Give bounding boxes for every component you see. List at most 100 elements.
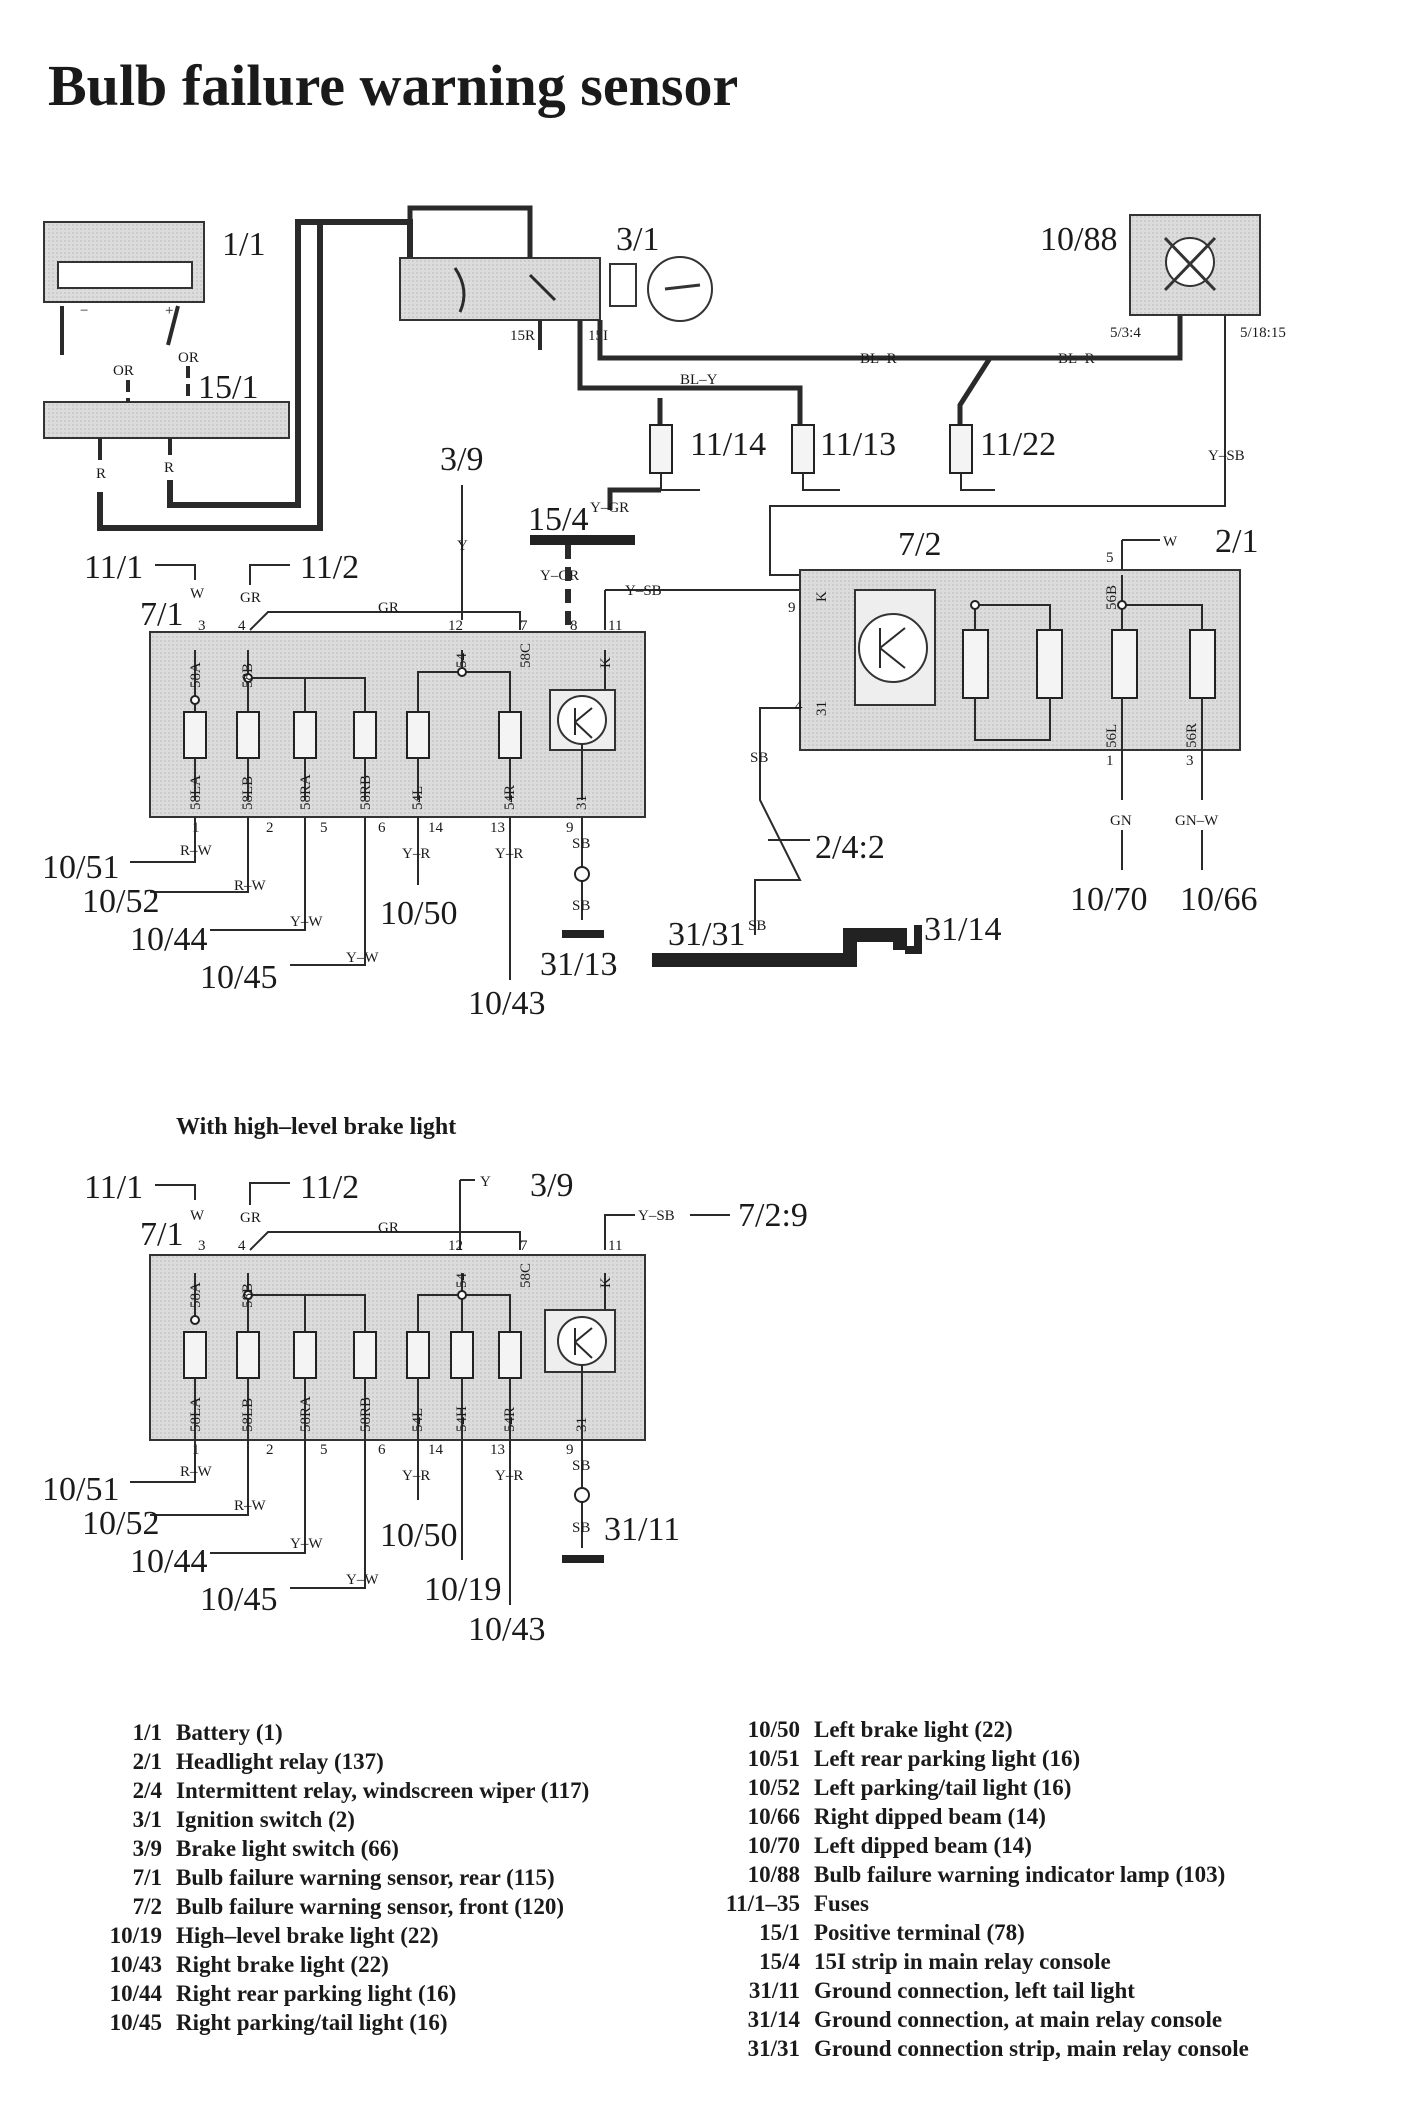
- wire-r-w-top-1: R–W: [180, 843, 213, 859]
- label-3-9-bottom: 3/9: [530, 1167, 573, 1204]
- wire-or-left: OR: [113, 363, 134, 379]
- svg-text:56B: 56B: [1104, 585, 1120, 610]
- svg-text:10/51: 10/51: [42, 849, 119, 886]
- svg-text:54L: 54L: [410, 1408, 426, 1432]
- svg-text:58RA: 58RA: [298, 1396, 314, 1432]
- svg-text:4: 4: [795, 698, 803, 714]
- wire-gn: GN: [1110, 813, 1132, 829]
- label-10-88: 10/88: [1040, 221, 1117, 258]
- label-2-4-2: 2/4:2: [815, 829, 885, 866]
- label-31-31: 31/31: [668, 916, 745, 953]
- wire-y-gr-b: Y–GR: [540, 568, 579, 584]
- svg-text:K: K: [814, 591, 830, 602]
- svg-text:58LA: 58LA: [188, 1397, 204, 1432]
- legend-code: 31/31: [747, 2036, 800, 2061]
- pin-5-3-4: 5/3:4: [1110, 325, 1141, 341]
- svg-text:10/52: 10/52: [82, 883, 159, 920]
- legend-code: 1/1: [132, 1720, 162, 1745]
- fuse-11-14: [649, 424, 673, 474]
- wire-y-sb-bottom: Y–SB: [638, 1208, 675, 1224]
- legend-desc: Right dipped beam (14): [814, 1804, 1046, 1829]
- svg-text:10/45: 10/45: [200, 959, 277, 996]
- label-11-2-top: 11/2: [300, 549, 359, 586]
- pin-5-18-15: 5/18:15: [1240, 325, 1286, 341]
- svg-text:10/51: 10/51: [42, 1471, 119, 1508]
- svg-text:11: 11: [608, 618, 622, 634]
- label-11-13: 11/13: [820, 426, 896, 463]
- svg-text:13: 13: [490, 1442, 505, 1458]
- wire-w-right: W: [1163, 534, 1178, 550]
- fuse-11-13: [791, 424, 815, 474]
- wire-y-r-top-2: Y–R: [495, 846, 523, 862]
- label-2-1: 2/1: [1215, 523, 1258, 560]
- legend-desc: Ground connection strip, main relay cons…: [814, 2036, 1249, 2061]
- svg-text:58A: 58A: [188, 662, 204, 688]
- legend-code: 3/9: [132, 1836, 162, 1861]
- positive-terminal: [43, 401, 290, 439]
- legend-code: 10/52: [747, 1775, 800, 1800]
- wire-y-w-top-1: Y–W: [290, 914, 323, 930]
- svg-text:54R: 54R: [502, 1407, 518, 1432]
- svg-text:10/43: 10/43: [468, 985, 545, 1022]
- rear-top-pin-numbers: 3 4 12 7 8 11 1 2 5 6 14 13 9: [192, 618, 622, 836]
- legend-desc: Brake light switch (66): [176, 1836, 399, 1861]
- svg-text:2: 2: [266, 1442, 274, 1458]
- legend-desc: Right brake light (22): [176, 1952, 389, 1977]
- legend-code: 11/1–35: [725, 1891, 800, 1916]
- wire-y-w-bottom-2: Y–W: [346, 1572, 379, 1588]
- svg-text:31: 31: [574, 1417, 590, 1432]
- legend-item: 3/9 Brake light switch (66): [70, 1834, 589, 1863]
- label-11-2-bottom: 11/2: [300, 1169, 359, 1206]
- legend-code: 3/1: [132, 1807, 162, 1832]
- svg-text:3: 3: [198, 1238, 206, 1254]
- label-7-1-top: 7/1: [140, 596, 183, 633]
- svg-text:58B: 58B: [240, 1283, 256, 1308]
- legend-desc: Right parking/tail light (16): [176, 2010, 448, 2035]
- wire-or-right: OR: [178, 350, 199, 366]
- svg-text:58B: 58B: [240, 663, 256, 688]
- legend-desc: Left rear parking light (16): [814, 1746, 1081, 1771]
- svg-text:10/50: 10/50: [380, 895, 457, 932]
- wire-sb-c: SB: [572, 1458, 590, 1474]
- legend-desc: Fuses: [814, 1891, 869, 1916]
- legend-desc: Left brake light (22): [814, 1717, 1013, 1742]
- svg-text:1: 1: [1106, 753, 1114, 769]
- svg-text:3: 3: [198, 618, 206, 634]
- wire-y-sb-mid: Y–SB: [625, 583, 662, 599]
- label-11-1-bottom: 11/1: [84, 1169, 143, 1206]
- label-31-13: 31/13: [540, 946, 617, 983]
- svg-text:6: 6: [378, 1442, 386, 1458]
- wire-y-gr-a: Y–GR: [590, 500, 629, 516]
- svg-text:58C: 58C: [518, 1263, 534, 1288]
- legend-desc: Bulb failure warning indicator lamp (103…: [814, 1862, 1226, 1887]
- legend-code: 7/2: [132, 1894, 162, 1919]
- legend-code: 10/88: [747, 1862, 800, 1887]
- wire-sb-front: SB: [750, 750, 768, 766]
- legend-desc: Battery (1): [176, 1720, 283, 1745]
- outputs-bottom: 10/51 10/52 10/44 10/45 10/50 10/19 10/4…: [42, 1471, 545, 1648]
- svg-text:5: 5: [320, 820, 328, 836]
- ignition-switch: [399, 256, 713, 322]
- svg-text:12: 12: [448, 618, 463, 634]
- wire-gn-w: GN–W: [1175, 813, 1219, 829]
- svg-text:54H: 54H: [454, 1406, 470, 1432]
- wire-y-top: Y: [457, 538, 468, 554]
- wire-gr-a: GR: [240, 590, 261, 606]
- svg-text:9: 9: [566, 1442, 574, 1458]
- legend-code: 15/1: [759, 1920, 800, 1945]
- legend-item: 10/88 Bulb failure warning indicator lamp…: [700, 1860, 1249, 1889]
- svg-text:10/44: 10/44: [130, 921, 207, 958]
- svg-text:5: 5: [320, 1442, 328, 1458]
- wire-r-right: R: [164, 460, 174, 476]
- outputs-top: 10/51 10/52 10/44 10/45 10/50 10/43 10/7…: [42, 849, 1257, 1022]
- wire-gr-b: GR: [378, 600, 399, 616]
- svg-text:8: 8: [570, 618, 578, 634]
- wire-bl-y: BL–Y: [680, 372, 718, 388]
